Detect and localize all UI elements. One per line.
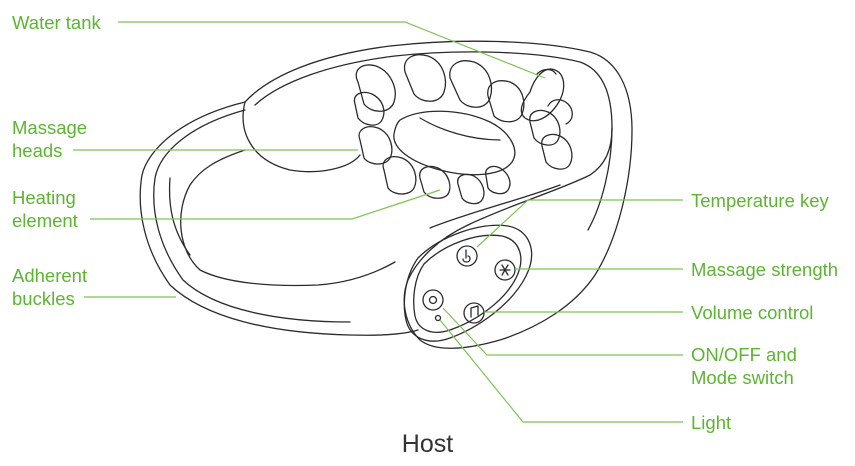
heating-element-fold [419,117,501,141]
massage-head-1 [355,64,396,112]
label-light: Light [691,411,731,434]
massage-head-4 [487,80,525,123]
massage-head-12 [541,133,573,170]
leader-water-tank [118,21,546,79]
music-note-glyph [470,305,479,318]
label-volume-control-text: Volume control [691,302,814,323]
shell-inner-lip [242,101,361,173]
massage-strength-glyph [499,264,511,276]
power-mode-glyph [428,295,438,305]
label-heating-element: Heating element [12,186,78,232]
label-adherent-buckles-line1: Adherent [12,265,88,286]
massage-strength-icon [494,259,516,281]
massage-head-11 [529,109,561,146]
label-water-tank-text: Water tank [12,12,101,33]
leader-on-off [442,307,683,356]
massage-head-6 [358,126,393,165]
label-volume-control: Volume control [691,301,813,324]
massage-head-10 [485,165,511,195]
heating-element [393,110,516,176]
label-light-text: Light [691,412,732,433]
shell-rim [254,51,613,231]
label-massage-heads-line1: Massage [12,117,88,138]
massage-head-3 [449,60,493,108]
strap-band-edge [168,177,191,256]
label-massage-heads: Massage heads [12,116,87,162]
massage-head-7 [382,156,417,195]
figure-caption: Host [401,430,454,458]
massage-head-2 [403,54,447,102]
shell-right-edge [467,127,613,226]
massage-head-9 [457,173,485,205]
label-adherent-buckles-line2: buckles [12,288,75,309]
label-massage-strength: Massage strength [691,258,838,281]
massage-head-5 [353,91,385,126]
power-mode-icon [422,289,444,311]
thermometer-glyph [462,249,471,263]
massage-head-8 [419,165,451,199]
music-note-icon [463,302,485,324]
outer-strap [139,101,419,336]
leader-light [439,319,683,423]
label-massage-heads-line2: heads [12,140,63,161]
indicator-light [434,314,442,322]
label-adherent-buckles: Adherent buckles [12,264,87,310]
shell-bottom-curve [429,184,561,229]
label-temperature-key-text: Temperature key [691,190,829,211]
label-on-off-line2: Mode switch [691,367,794,388]
water-tank-cap [536,68,557,75]
label-on-off-line1: ON/OFF and [691,344,797,365]
label-on-off-mode: ON/OFF and Mode switch [691,343,797,389]
strap-inner-edge [153,109,351,323]
leader-heating-element [90,189,441,220]
leader-temperature-key [476,199,683,248]
thermometer-icon [456,245,478,267]
main-shell [244,40,633,349]
strap-top-band [180,149,396,287]
label-heating-element-line1: Heating [12,187,76,208]
label-massage-strength-text: Massage strength [691,259,839,280]
label-heating-element-line2: element [12,210,78,231]
control-panel-outer [403,224,533,342]
label-temperature-key: Temperature key [691,189,829,212]
label-water-tank: Water tank [12,11,101,34]
massage-head-13 [547,99,573,125]
control-panel-inner [413,234,522,333]
